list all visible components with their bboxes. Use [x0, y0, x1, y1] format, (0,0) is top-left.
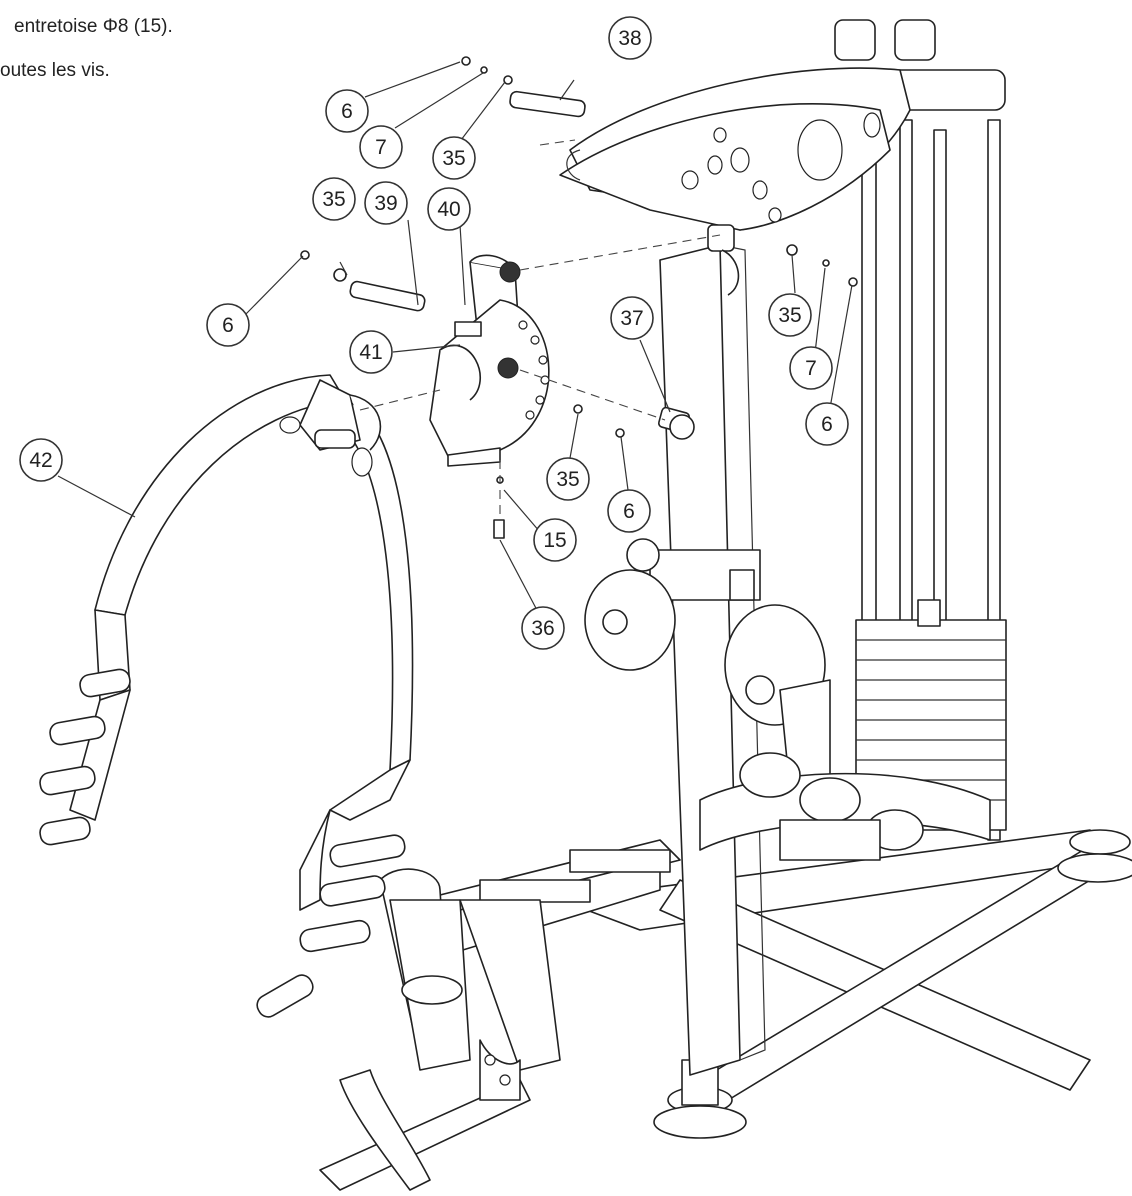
callout-6-right-label: 6 [821, 413, 833, 436]
callout-7-top-label: 7 [375, 136, 387, 159]
callout-6-lower [607, 489, 651, 533]
callout-35-top-label: 35 [442, 147, 465, 170]
callout-6-left-label: 6 [222, 314, 234, 337]
callout-35-right [768, 293, 812, 337]
base-frame [559, 829, 1132, 1139]
callout-40 [427, 187, 471, 231]
callout-6-top-label: 6 [341, 100, 353, 123]
callout-39-label: 39 [374, 192, 397, 215]
callout-15-label: 15 [543, 529, 566, 552]
callout-36-label: 36 [531, 617, 554, 640]
press-arm [39, 374, 414, 1018]
callout-35-lower [546, 457, 590, 501]
instruction-line-2: outes les vis. [0, 60, 110, 81]
callout-6-right [805, 402, 849, 446]
instruction-line-1: entretoise Φ8 (15). [14, 16, 173, 37]
callout-7-right [789, 346, 833, 390]
callout-38-label: 38 [618, 27, 641, 50]
callout-15 [533, 518, 577, 562]
callout-36 [521, 606, 565, 650]
leg-extension-frame [319, 839, 681, 1191]
callout-42 [19, 438, 63, 482]
hardware [300, 56, 858, 539]
top-arm-plate [559, 67, 911, 231]
callout-37-label: 37 [620, 307, 643, 330]
callout-7-right-label: 7 [805, 357, 817, 380]
callout-39 [364, 181, 408, 225]
pivot-bracket [429, 254, 550, 467]
instruction-cut-line: ‾‾‾‾‾‾‾‾‾‾‾‾‾‾‾‾‾‾‾‾‾‾‾‾‾‾‾‾‾‾‾‾‾‾‾‾‾‾‾‾ [0, 0, 254, 15]
callout-6-lower-label: 6 [623, 500, 635, 523]
callout-38 [608, 16, 652, 60]
callout-35-right-label: 35 [778, 304, 801, 327]
alignment-lines [359, 139, 721, 520]
low-pulley-bracket [699, 752, 991, 861]
callout-6-top [325, 89, 369, 133]
callout-41 [349, 330, 393, 374]
callout-40-label: 40 [437, 198, 460, 221]
callout-35-lower-label: 35 [556, 468, 579, 491]
callout-37 [610, 296, 654, 340]
callout-35-left [312, 177, 356, 221]
callouts: 38 6 7 35 35 39 40 6 41 37 35 7 6 42 35 … [19, 16, 853, 650]
callout-7-top [359, 125, 403, 169]
callout-6-left [206, 303, 250, 347]
callout-35-left-label: 35 [322, 188, 345, 211]
callout-41-label: 41 [359, 341, 382, 364]
callout-42-label: 42 [29, 449, 52, 472]
callout-35-top [432, 136, 476, 180]
